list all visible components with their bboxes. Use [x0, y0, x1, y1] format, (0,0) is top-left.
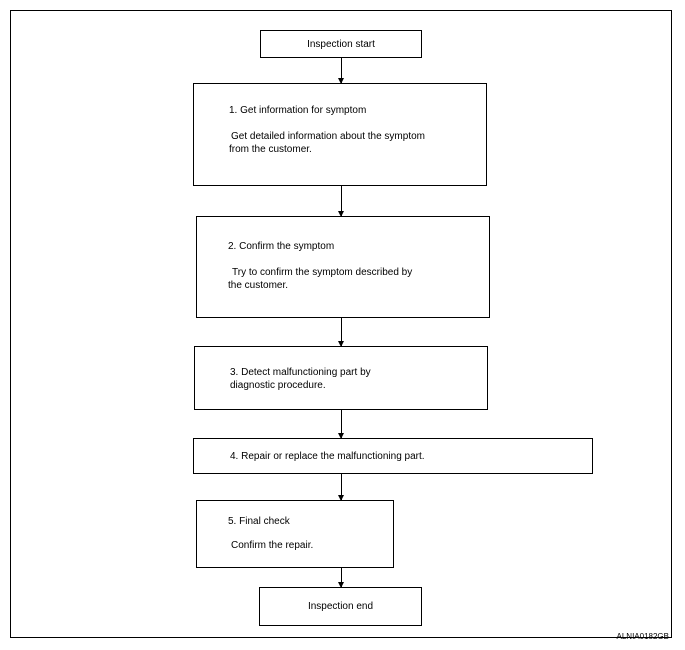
- start-label: Inspection start: [307, 38, 375, 50]
- arrow-step1-to-step2: [338, 186, 344, 217]
- step-2-title: 2. Confirm the symptom: [228, 241, 335, 252]
- step-2-detail-line-1: Try to confirm the symptom described by: [232, 267, 413, 278]
- step-1-box: 1. Get information for symptom Get detai…: [193, 83, 487, 186]
- figure-code: ALNIA0182GB: [616, 632, 669, 641]
- arrow-step3-to-step4: [338, 410, 344, 439]
- step-2-detail-line-2: the customer.: [228, 280, 289, 291]
- step-1-detail-line-1: Get detailed information about the sympt…: [231, 131, 425, 142]
- step-5-detail-line-1: Confirm the repair.: [231, 540, 314, 551]
- arrow-step4-to-step5: [338, 474, 344, 501]
- step-4-title: 4. Repair or replace the malfunctioning …: [230, 451, 425, 462]
- step-3-box: 3. Detect malfunctioning part by diagnos…: [194, 346, 488, 410]
- start-node: Inspection start: [260, 30, 422, 58]
- diagram-frame: [10, 10, 672, 638]
- arrow-start-to-step1: [338, 58, 344, 84]
- step-3-title: 3. Detect malfunctioning part by: [230, 367, 371, 378]
- arrow-step2-to-step3: [338, 318, 344, 347]
- step-2-box: 2. Confirm the symptom Try to confirm th…: [196, 216, 490, 318]
- end-label: Inspection end: [307, 601, 374, 612]
- step-5-title: 5. Final check: [228, 516, 290, 527]
- end-node: Inspection end: [259, 587, 422, 626]
- step-1-detail-line-2: from the customer.: [229, 144, 312, 155]
- step-1-title: 1. Get information for symptom: [229, 105, 367, 116]
- step-5-box: 5. Final check Confirm the repair.: [196, 500, 394, 568]
- step-3-detail-line-1: diagnostic procedure.: [230, 380, 326, 391]
- step-4-box: 4. Repair or replace the malfunctioning …: [193, 438, 593, 474]
- arrow-step5-to-end: [338, 568, 344, 588]
